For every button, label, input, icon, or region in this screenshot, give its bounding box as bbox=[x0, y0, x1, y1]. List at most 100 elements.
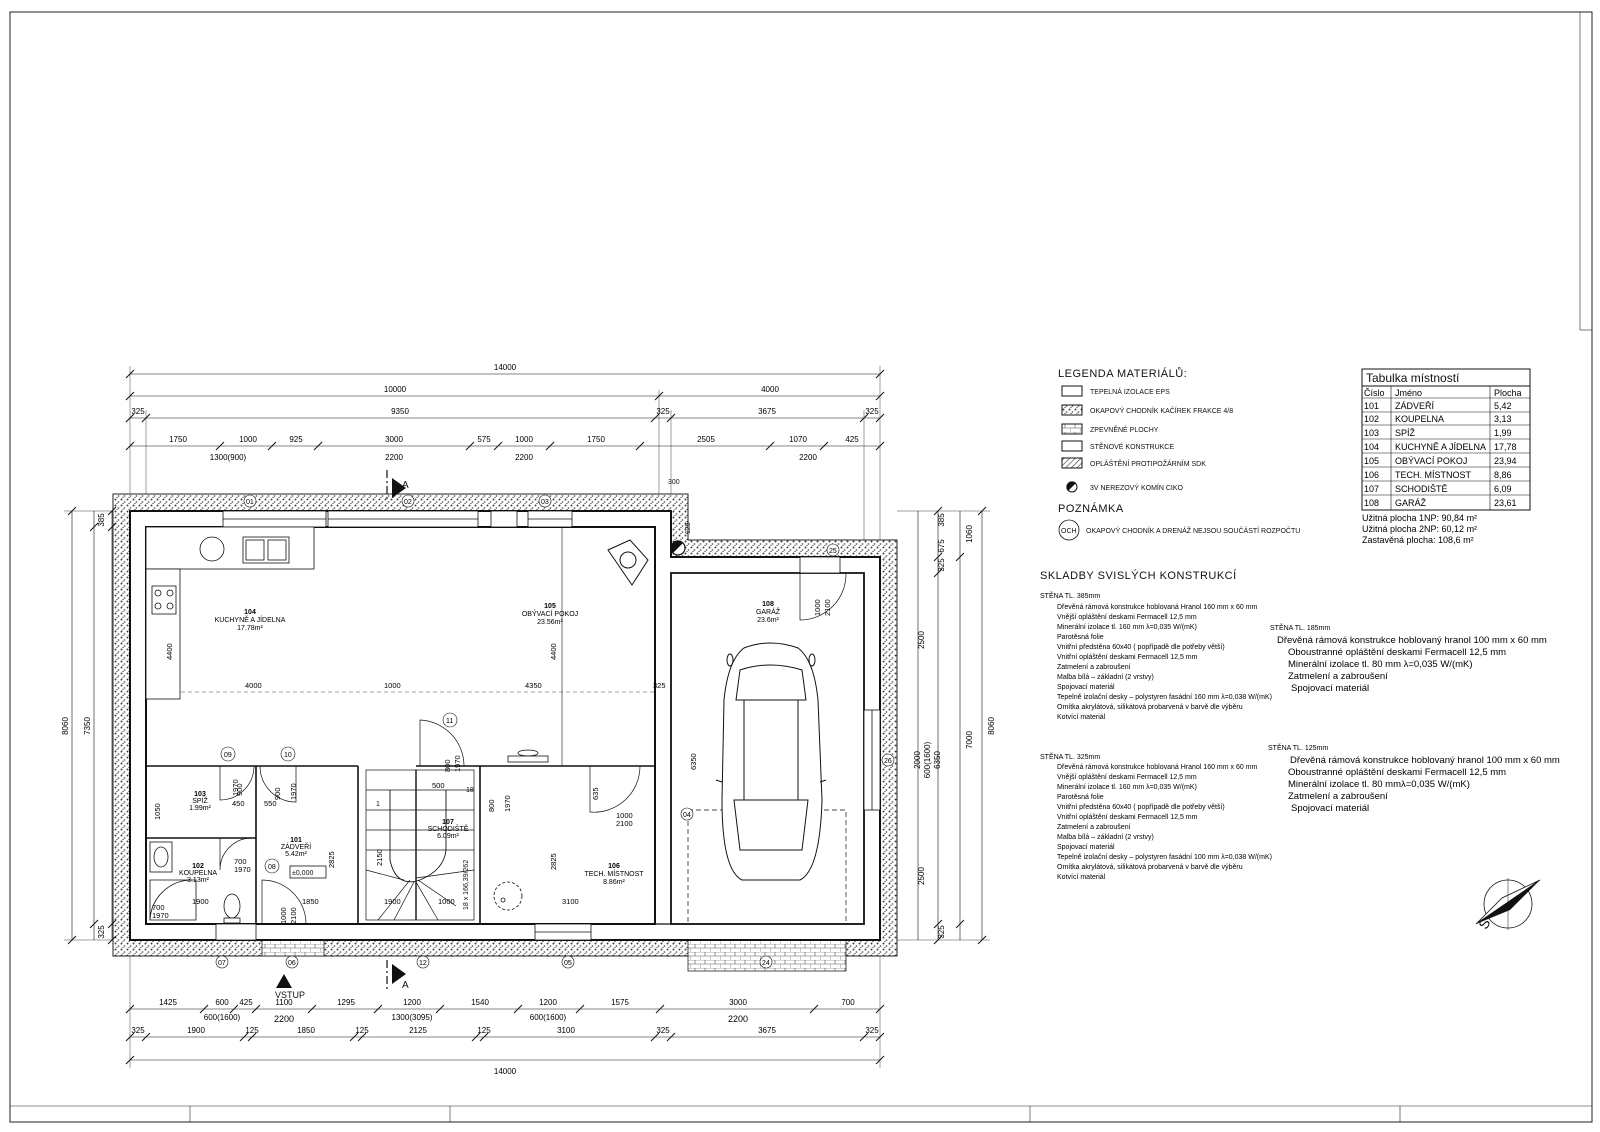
svg-text:1970: 1970 bbox=[289, 783, 298, 800]
svg-text:06: 06 bbox=[288, 960, 296, 967]
svg-text:1970: 1970 bbox=[152, 911, 169, 920]
svg-text:Spojovací materiál: Spojovací materiál bbox=[1291, 803, 1369, 814]
svg-text:Vnitřní předstěna 60x40 ( popř: Vnitřní předstěna 60x40 ( popřípadě dle … bbox=[1057, 804, 1225, 811]
svg-text:25: 25 bbox=[829, 548, 837, 555]
svg-text:Dřevěná rámová konstrukce hobl: Dřevěná rámová konstrukce hoblovaná Hran… bbox=[1057, 604, 1258, 611]
coffee-table bbox=[507, 755, 549, 763]
svg-text:3000: 3000 bbox=[385, 435, 403, 444]
svg-text:1000: 1000 bbox=[384, 681, 401, 690]
svg-text:800: 800 bbox=[487, 799, 496, 812]
svg-text:TEPELNÁ IZOLACE EPS: TEPELNÁ IZOLACE EPS bbox=[1090, 387, 1170, 396]
svg-text:102: 102 bbox=[192, 863, 204, 870]
svg-text:04: 04 bbox=[683, 812, 691, 819]
svg-text:925: 925 bbox=[289, 435, 303, 444]
svg-text:3,13: 3,13 bbox=[1494, 414, 1512, 424]
svg-text:1060: 1060 bbox=[965, 525, 974, 543]
svg-text:1750: 1750 bbox=[169, 435, 187, 444]
svg-text:325: 325 bbox=[97, 925, 106, 939]
svg-text:5.42m²: 5.42m² bbox=[285, 851, 307, 858]
svg-text:2825: 2825 bbox=[549, 853, 558, 870]
north-arrow-icon bbox=[1475, 878, 1541, 930]
svg-text:900: 900 bbox=[235, 783, 244, 796]
windows-top bbox=[215, 510, 881, 941]
svg-text:325: 325 bbox=[653, 681, 666, 690]
svg-text:1970: 1970 bbox=[234, 865, 251, 874]
sheet-frame bbox=[9, 11, 1593, 1123]
svg-text:Vnější opláštění deskami Ferma: Vnější opláštění deskami Fermacell 12,5 … bbox=[1057, 614, 1197, 621]
svg-text:425: 425 bbox=[845, 435, 859, 444]
svg-text:Dřevěná rámová konstrukce hobl: Dřevěná rámová konstrukce hoblovaná Hran… bbox=[1057, 764, 1258, 771]
room-table: Tabulka místností Číslo Jméno Plocha 101… bbox=[1361, 368, 1531, 545]
svg-text:03: 03 bbox=[541, 499, 549, 506]
svg-text:Zatmelení a zabroušení: Zatmelení a zabroušení bbox=[1057, 664, 1131, 671]
svg-text:635: 635 bbox=[591, 787, 600, 800]
svg-text:2500: 2500 bbox=[917, 631, 926, 649]
svg-text:Dřevěná rámová konstrukce hobl: Dřevěná rámová konstrukce hoblovaný hran… bbox=[1277, 635, 1547, 646]
svg-text:101: 101 bbox=[290, 837, 302, 844]
svg-text:Vnitřní opláštění deskami Ferm: Vnitřní opláštění deskami Fermacell 12,5… bbox=[1057, 654, 1198, 661]
svg-text:17.78m²: 17.78m² bbox=[237, 625, 263, 632]
svg-text:4350: 4350 bbox=[525, 681, 542, 690]
svg-text:Omítka akrylátová, silikátová: Omítka akrylátová, silikátová probarvená… bbox=[1057, 704, 1243, 711]
svg-text:SPÍŽ: SPÍŽ bbox=[192, 796, 208, 805]
svg-text:GARÁŽ: GARÁŽ bbox=[756, 607, 781, 616]
section-marker-bottom bbox=[386, 960, 406, 992]
svg-text:2000: 2000 bbox=[913, 751, 922, 769]
svg-text:600(1600): 600(1600) bbox=[923, 741, 932, 778]
svg-text:Malba bílá – základní (2 vrstv: Malba bílá – základní (2 vrstvy) bbox=[1057, 674, 1154, 681]
svg-text:600(1600): 600(1600) bbox=[530, 1013, 567, 1022]
svg-text:Vnitřní opláštění deskami Ferm: Vnitřní opláštění deskami Fermacell 12,5… bbox=[1057, 814, 1198, 821]
svg-text:Kotvící materiál: Kotvící materiál bbox=[1057, 714, 1106, 721]
svg-text:6,09: 6,09 bbox=[1494, 484, 1512, 494]
svg-text:ZÁDVEŘÍ: ZÁDVEŘÍ bbox=[1395, 401, 1435, 411]
svg-text:10: 10 bbox=[284, 752, 292, 759]
svg-text:1970: 1970 bbox=[503, 795, 512, 812]
svg-text:23.6m²: 23.6m² bbox=[757, 617, 779, 624]
svg-text:KUCHYNĚ A JÍDELNA: KUCHYNĚ A JÍDELNA bbox=[215, 615, 286, 624]
svg-text:8060: 8060 bbox=[987, 717, 996, 735]
stove-icon bbox=[607, 539, 649, 586]
svg-text:Zatmelení a zabroušení: Zatmelení a zabroušení bbox=[1057, 824, 1131, 831]
svg-text:107: 107 bbox=[1364, 484, 1379, 494]
svg-text:KOUPELNA: KOUPELNA bbox=[179, 870, 217, 877]
svg-text:Vnitřní předstěna 60x40 ( popř: Vnitřní předstěna 60x40 ( popřípadě dle … bbox=[1057, 644, 1225, 651]
svg-text:101: 101 bbox=[1364, 401, 1379, 411]
svg-text:STĚNA TL. 185mm: STĚNA TL. 185mm bbox=[1270, 623, 1330, 632]
svg-text:STĚNA TL. 325mm: STĚNA TL. 325mm bbox=[1040, 752, 1100, 761]
svg-text:325: 325 bbox=[865, 1026, 879, 1035]
wall-compositions: SKLADBY SVISLÝCH KONSTRUKCÍ STĚNA TL. 38… bbox=[1040, 569, 1560, 881]
section-marker-top bbox=[386, 470, 406, 500]
svg-text:7000: 7000 bbox=[965, 731, 974, 749]
svg-text:Minerální izolace tl. 80 mm λ=: Minerální izolace tl. 80 mm λ=0,035 W/(m… bbox=[1288, 659, 1473, 670]
svg-text:108: 108 bbox=[1364, 498, 1379, 508]
svg-text:KOUPELNA: KOUPELNA bbox=[1395, 414, 1444, 424]
title-block-ticks bbox=[10, 1105, 1592, 1122]
stair-spec: 18 x 166,39/262 bbox=[463, 860, 470, 910]
svg-text:700: 700 bbox=[841, 998, 855, 1007]
paved-area-entry bbox=[261, 939, 325, 957]
svg-text:2100: 2100 bbox=[289, 907, 298, 924]
svg-text:107: 107 bbox=[442, 819, 454, 826]
svg-text:2200: 2200 bbox=[515, 453, 533, 462]
svg-text:Omítka akrylátová, silikátová: Omítka akrylátová, silikátová probarvená… bbox=[1057, 864, 1243, 871]
svg-text:1900: 1900 bbox=[384, 897, 401, 906]
svg-text:8,86: 8,86 bbox=[1494, 470, 1512, 480]
svg-text:4400: 4400 bbox=[549, 643, 558, 660]
svg-text:2500: 2500 bbox=[917, 867, 926, 885]
svg-text:STĚNOVÉ KONSTRUKCE: STĚNOVÉ KONSTRUKCE bbox=[1090, 442, 1174, 451]
svg-text:600: 600 bbox=[215, 998, 229, 1007]
svg-text:17,78: 17,78 bbox=[1494, 442, 1517, 452]
svg-text:106: 106 bbox=[1364, 470, 1379, 480]
svg-text:Spojovací materiál: Spojovací materiál bbox=[1057, 844, 1115, 851]
svg-text:Spojovací materiál: Spojovací materiál bbox=[1057, 684, 1115, 691]
svg-text:Zatmelení a zabroušení: Zatmelení a zabroušení bbox=[1288, 671, 1388, 682]
svg-text:23,61: 23,61 bbox=[1494, 498, 1517, 508]
svg-text:2825: 2825 bbox=[327, 851, 336, 868]
svg-text:104: 104 bbox=[244, 609, 256, 616]
svg-text:325: 325 bbox=[656, 1026, 670, 1035]
svg-text:104: 104 bbox=[1364, 442, 1379, 452]
svg-text:3100: 3100 bbox=[562, 897, 579, 906]
svg-text:26: 26 bbox=[884, 758, 892, 765]
svg-text:OKAPOVÝ CHODNÍK KAČÍREK FRAKCE: OKAPOVÝ CHODNÍK KAČÍREK FRAKCE 4/8 bbox=[1090, 406, 1233, 415]
